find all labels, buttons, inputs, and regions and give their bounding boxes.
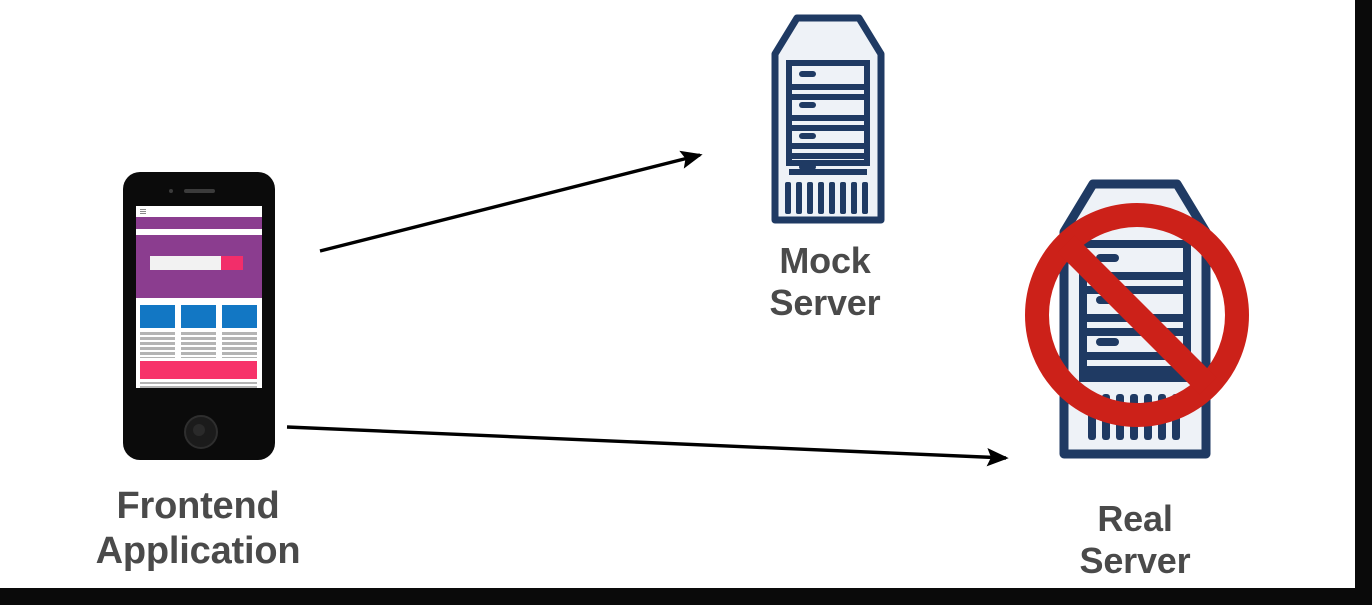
server-bay-divider	[1083, 328, 1187, 336]
app-card-image	[181, 305, 216, 328]
app-card-text	[140, 332, 175, 358]
phone-speaker-icon	[184, 189, 215, 193]
server-bay-divider	[1083, 352, 1187, 360]
server-bay-divider	[1083, 272, 1187, 280]
server-status-light	[799, 102, 816, 108]
phone-camera-icon	[169, 189, 173, 193]
server-status-light	[1096, 338, 1119, 346]
server-rack-icon	[1059, 179, 1211, 459]
server-status-light	[799, 164, 816, 170]
server-bay-divider	[789, 94, 867, 100]
server-bay-divider	[789, 169, 867, 175]
app-navbar	[136, 206, 262, 217]
arrow-frontend-to-mock-server	[319, 150, 703, 253]
phone-home-button-icon	[184, 415, 218, 449]
frame-bottom-bar	[0, 588, 1372, 605]
frame-right-bar	[1355, 0, 1372, 605]
real-server-label: Real Server	[1079, 498, 1191, 582]
server-status-light	[799, 71, 816, 77]
server-status-light	[1096, 296, 1119, 304]
server-vents	[785, 182, 868, 214]
server-bay-divider	[1083, 314, 1187, 322]
watermark	[980, 437, 1026, 453]
app-search-input	[150, 256, 221, 270]
server-bay-divider	[789, 115, 867, 121]
app-cta-banner	[140, 361, 257, 379]
server-bay-divider	[1083, 286, 1187, 294]
app-card-image	[140, 305, 175, 328]
real-server-icon	[1052, 176, 1218, 462]
phone-screen	[136, 206, 262, 388]
hamburger-menu-icon	[140, 209, 146, 215]
app-card-text	[181, 332, 216, 358]
server-bay-divider	[789, 143, 867, 149]
server-bay-divider	[1083, 366, 1187, 374]
server-bay-divider	[789, 153, 867, 159]
server-status-light	[1096, 254, 1119, 262]
app-footer-text	[140, 382, 257, 388]
app-card-image	[222, 305, 257, 328]
mock-server-label: Mock Server	[769, 240, 881, 324]
server-rack-icon	[771, 14, 885, 224]
app-header-band	[136, 217, 262, 229]
server-status-light	[799, 133, 816, 139]
app-search-button	[221, 256, 243, 270]
mock-server-icon	[766, 12, 890, 226]
server-bay-divider	[789, 125, 867, 131]
frontend-phone-icon	[123, 172, 275, 460]
server-bay-divider	[789, 84, 867, 90]
arrow-frontend-to-real-server	[286, 425, 1009, 467]
frontend-label: Frontend Application	[95, 485, 301, 572]
app-card-text	[222, 332, 257, 358]
app-header-divider	[136, 229, 262, 235]
